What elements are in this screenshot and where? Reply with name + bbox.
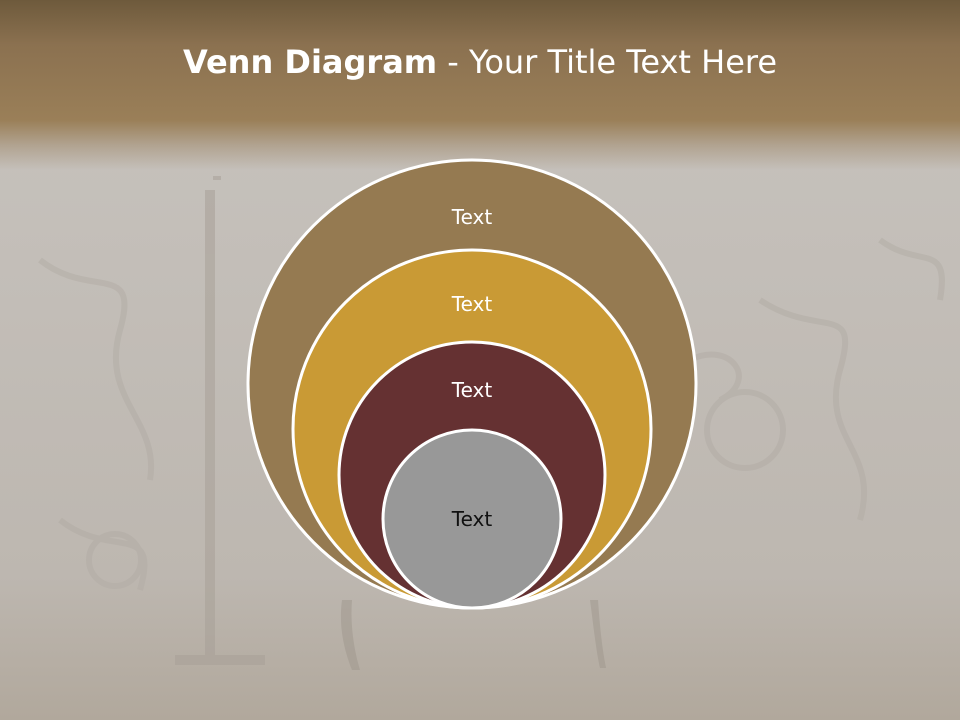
slide-title: Venn Diagram - Your Title Text Here (0, 40, 960, 84)
title-band (0, 0, 960, 170)
venn-label-third: Text (451, 378, 493, 402)
venn-label-outer: Text (451, 205, 493, 229)
venn-label-second: Text (451, 292, 493, 316)
venn-label-inner: Text (451, 507, 493, 531)
title-rest-text: - Your Title Text Here (437, 43, 778, 81)
venn-circle-inner (381, 428, 563, 610)
title-bold-text: Venn Diagram (182, 43, 438, 81)
